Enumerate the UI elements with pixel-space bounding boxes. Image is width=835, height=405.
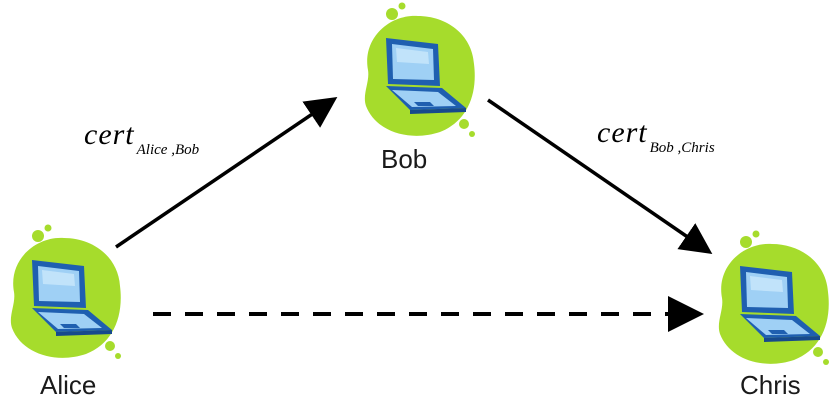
cert-alice-bob-subscript: Alice ,Bob <box>136 142 200 158</box>
cert-bob-chris-main: cert <box>597 116 648 149</box>
chris-label: Chris <box>740 370 801 400</box>
cert-alice-bob-main: cert <box>84 118 135 151</box>
alice-label: Alice <box>40 370 97 400</box>
bob-label: Bob <box>381 144 428 174</box>
cert-bob-chris-subscript: Bob ,Chris <box>649 140 715 156</box>
edge-alice-to-bob <box>115 97 338 249</box>
alice-laptop-icon <box>10 224 121 359</box>
bob-laptop-icon <box>364 2 475 137</box>
chris-laptop-icon <box>718 230 829 365</box>
edge-bob-to-chris <box>487 98 713 254</box>
